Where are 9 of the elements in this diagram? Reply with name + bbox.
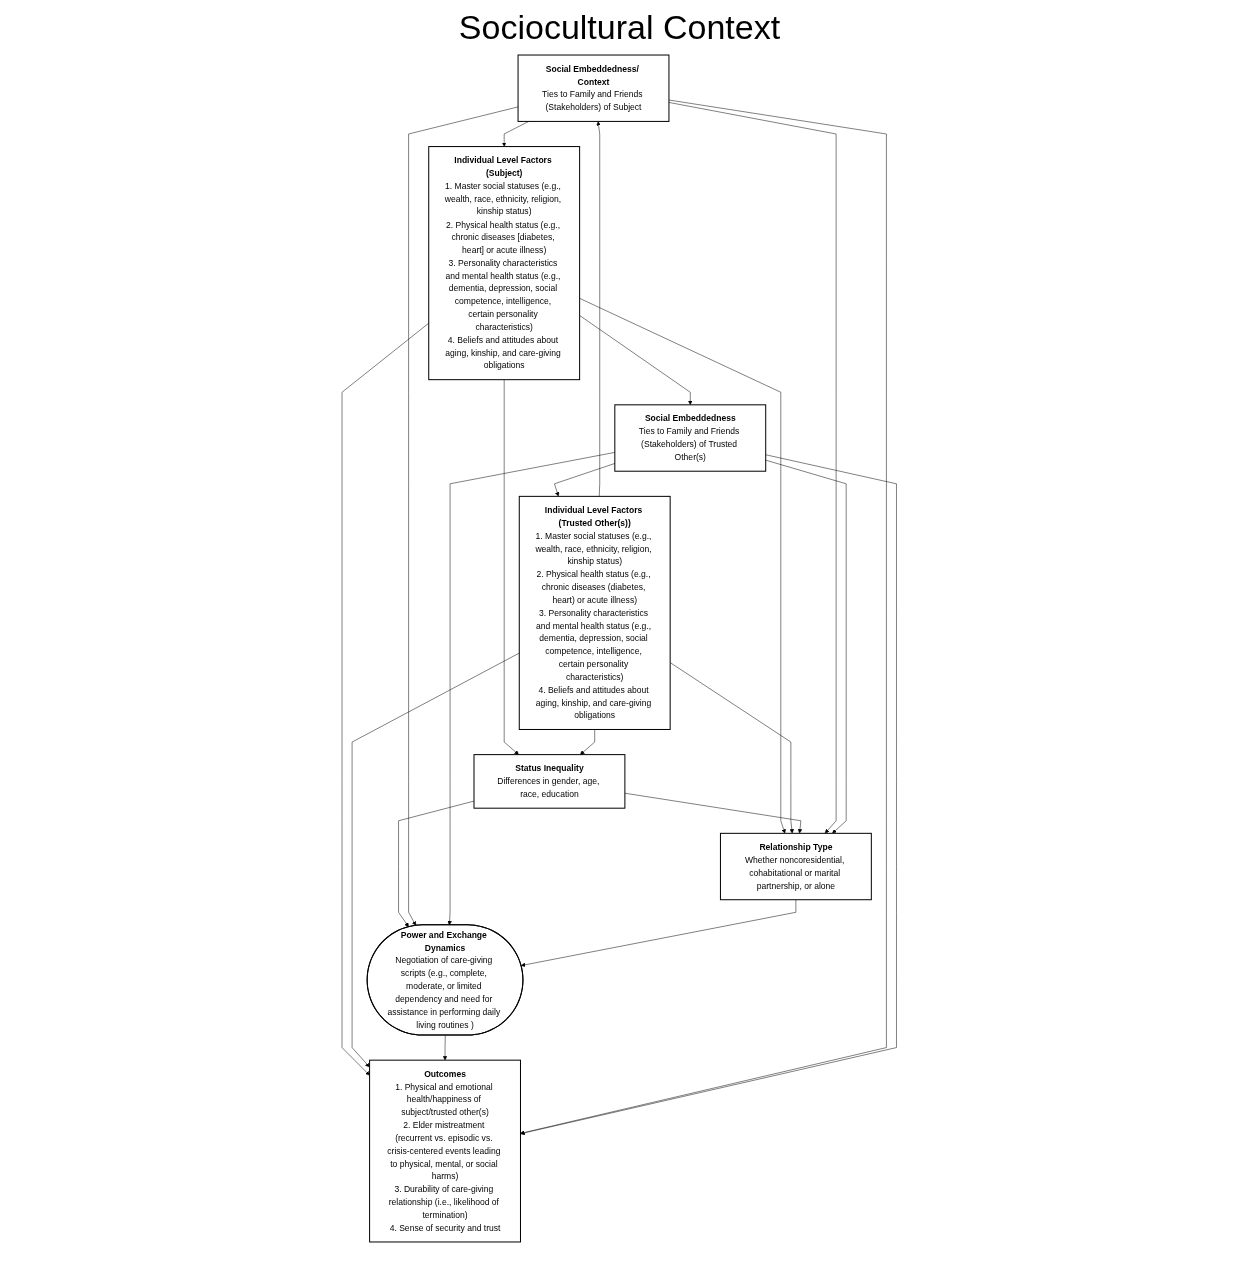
- node-box: [369, 1059, 522, 1243]
- node-box: [517, 54, 670, 122]
- node-box: [614, 404, 767, 472]
- node-box: [519, 495, 671, 730]
- node-box: [473, 754, 626, 809]
- diagram-title: Sociocultural Context: [457, 8, 782, 47]
- flowchart: Social Embeddedness/ Context Ties to Family and Friends (Stakeholders) of Subject Individual Level Factors (Subject) 1. Master social statuses (e.g., wealth, race, ethnicity, religion, kinship status) 2. Physical health status (e.g., chronic diseases [diabetes, heart] or acute illness) 3. Personality characteristics and mental health status (e.g., dementia, depression, social competence, intelligence, certain personality characteristics) 4. Beliefs and attitudes about aging, kinship, and care-giving obligations Social Embeddedness Ties to Family and Friends (Stakeholders) of Trusted Other(s) Individual Level Factors (Trusted Other(s)) 1. Master social statuses (e.g., wealth, race, ethnicity, religion, kinship status) 2. Physical health status (e.g., chronic diseases (diabetes, heart) or acute illness) 3. Personality characteristics and mental health status (e.g., dementia, depression, social competence, intelligence, certain personality characteristics) 4. Beliefs and attitudes about aging, kinship, and care-giving obligations Status Inequality Differences in gender, age, race, education Relationship Type Whether noncoresidential, cohabitational or marital partnership, or alone Power and Exchange Dynamics Negotiation of care-giving scripts (e.g., complete, moderate, or limited dependency and need for assistance in performing daily living routines ) Outcomes 1. Physical and emotional health/happiness of subject/trusted other(s) 2. Elder mistreatment (recurrent vs. episodic vs. crisis-centered events leading to physical, mental, or social harms) 3. Durability of care-giving relationship (i.e., likelihood of termination) 4. Sense of security and trust: [338, 51, 901, 1246]
- node-box: [428, 146, 581, 381]
- node-box: [720, 832, 873, 901]
